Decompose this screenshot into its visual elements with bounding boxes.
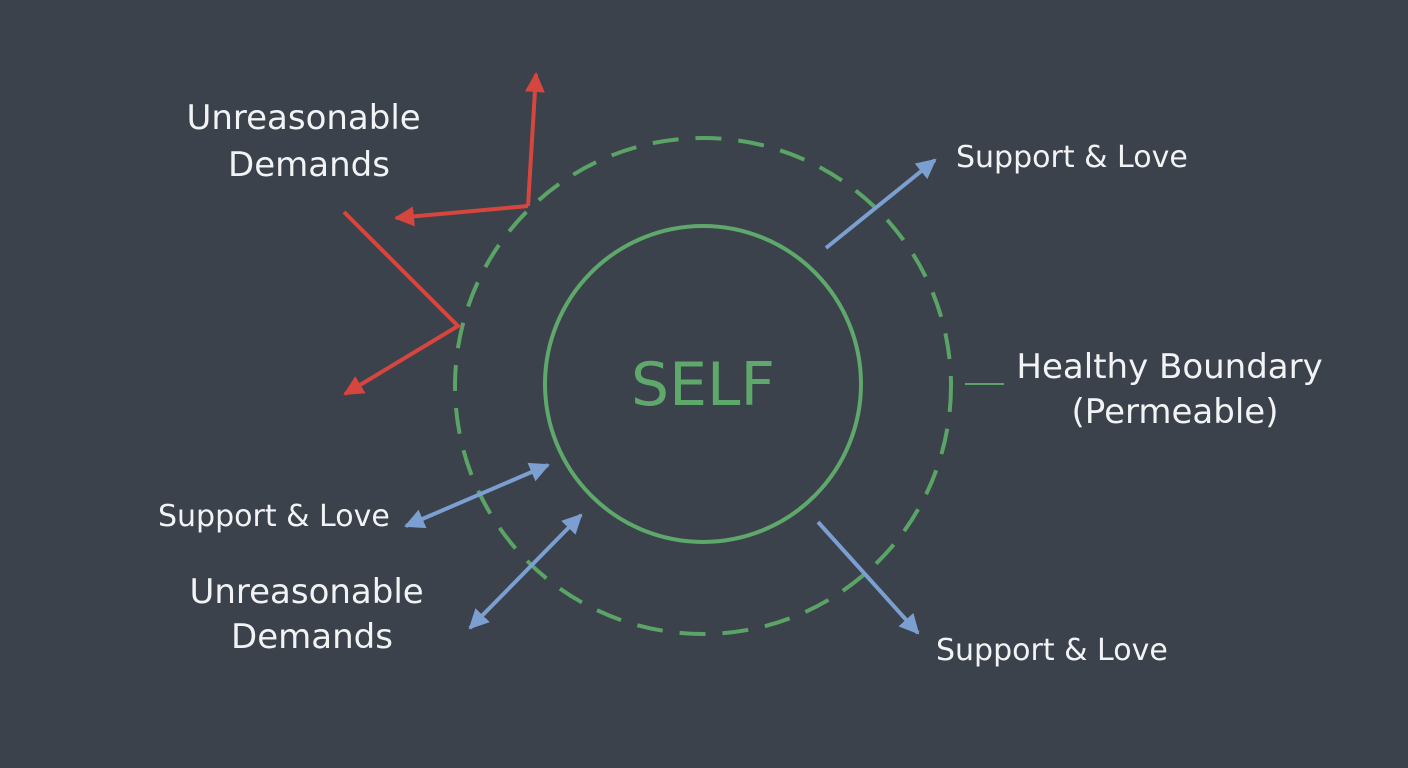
bottom-left-demands-line1: Unreasonable	[189, 572, 423, 612]
boundary-label-line1: Healthy Boundary	[1016, 347, 1322, 387]
self-label: SELF	[631, 350, 775, 420]
mid-left-support-label: Support & Love	[158, 499, 390, 534]
boundary-label-line2: (Permeable)	[1072, 392, 1279, 432]
healthy-boundary-circle	[453, 136, 953, 636]
top-left-demands-line1: Unreasonable	[186, 98, 420, 138]
support-arrow-bottom-left	[468, 513, 583, 630]
bottom-right-support-label: Support & Love	[936, 633, 1168, 668]
bottom-left-demands-label: Unreasonable Demands	[189, 572, 434, 657]
demand-arrow-deflected-up	[524, 72, 545, 207]
self-circle	[543, 224, 863, 544]
bottom-left-demands-line2: Demands	[231, 617, 393, 657]
top-left-demands-label: Unreasonable Demands	[186, 98, 431, 185]
boundary-label: Healthy Boundary (Permeable)	[1016, 347, 1333, 432]
support-arrow-mid-left	[404, 462, 550, 529]
top-right-support-label: Support & Love	[956, 140, 1188, 175]
support-arrow-bottom-right	[816, 520, 920, 635]
support-arrow-top-right	[824, 158, 937, 250]
top-left-demands-line2: Demands	[228, 145, 390, 185]
demand-arrow-bounce	[342, 210, 462, 396]
demand-arrow-deflected-left	[394, 204, 529, 227]
